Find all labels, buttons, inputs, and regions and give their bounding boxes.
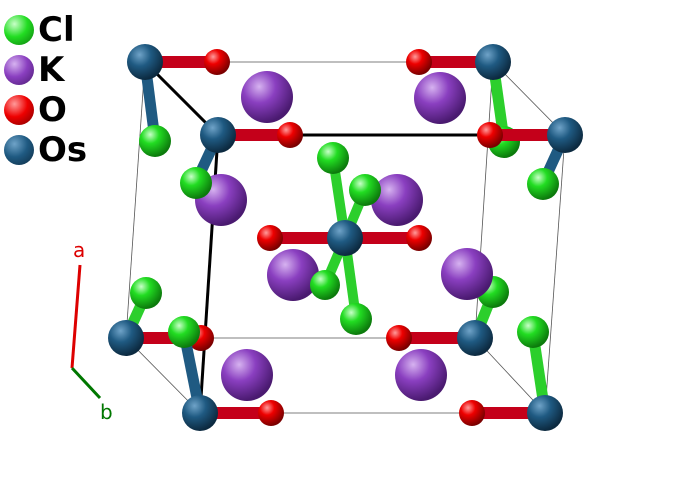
axis-a-line [70, 264, 82, 369]
os-atom [127, 44, 163, 80]
os-atom [182, 395, 218, 431]
os-atom [457, 320, 493, 356]
k-atom [267, 249, 319, 301]
o-atom [406, 49, 432, 75]
k-atom [414, 72, 466, 124]
front-layer [168, 117, 583, 431]
cl-atom [317, 142, 349, 174]
o-atom [386, 325, 412, 351]
o-atom [477, 122, 503, 148]
k-atom [441, 248, 493, 300]
o-atom [277, 122, 303, 148]
back-layer [108, 44, 520, 356]
os-o-bond [400, 332, 475, 344]
os-o-bond [490, 129, 565, 141]
cl-atom [168, 316, 200, 348]
k-atom [395, 349, 447, 401]
os-atom [327, 220, 363, 256]
o-atom [257, 225, 283, 251]
k-atom [221, 349, 273, 401]
os-atom [547, 117, 583, 153]
axis-b-line [70, 366, 102, 400]
axis-a-label: a [73, 238, 86, 262]
legend-label: K [38, 50, 65, 90]
o-atom [459, 400, 485, 426]
element-legend: Cl K O Os [4, 10, 87, 170]
legend-item-cl: Cl [4, 10, 87, 50]
o-swatch-icon [4, 95, 34, 125]
os-o-bond [200, 407, 272, 419]
os-o-bond [472, 407, 545, 419]
legend-item-k: K [4, 50, 87, 90]
o-atom [258, 400, 284, 426]
o-atom [406, 225, 432, 251]
k-atom [371, 174, 423, 226]
legend-label: Cl [38, 10, 75, 50]
legend-label: Os [38, 130, 88, 170]
os-atom [527, 395, 563, 431]
cl-atom [180, 167, 212, 199]
o-atom [204, 49, 230, 75]
cl-atom [310, 270, 340, 300]
k-swatch-icon [4, 55, 34, 85]
cl-swatch-icon [4, 15, 34, 45]
axis-b-label: b [100, 400, 113, 424]
os-atom [200, 117, 236, 153]
cl-atom [130, 277, 162, 309]
legend-label: O [38, 90, 67, 130]
os-o-bond [218, 129, 290, 141]
os-swatch-icon [4, 135, 34, 165]
legend-item-o: O [4, 90, 87, 130]
axis-indicator [70, 264, 102, 400]
os-o-bond [420, 56, 493, 68]
k-atom [241, 71, 293, 123]
cl-atom [340, 303, 372, 335]
cl-atom [349, 174, 381, 206]
central-octahedron [195, 142, 493, 335]
cell-edge [125, 61, 146, 339]
cl-atom [139, 125, 171, 157]
cl-atom [517, 316, 549, 348]
cl-atom [527, 168, 559, 200]
legend-item-os: Os [4, 130, 87, 170]
os-atom [475, 44, 511, 80]
os-atom [108, 320, 144, 356]
os-o-bond [145, 56, 217, 68]
cell-edge [544, 134, 566, 414]
